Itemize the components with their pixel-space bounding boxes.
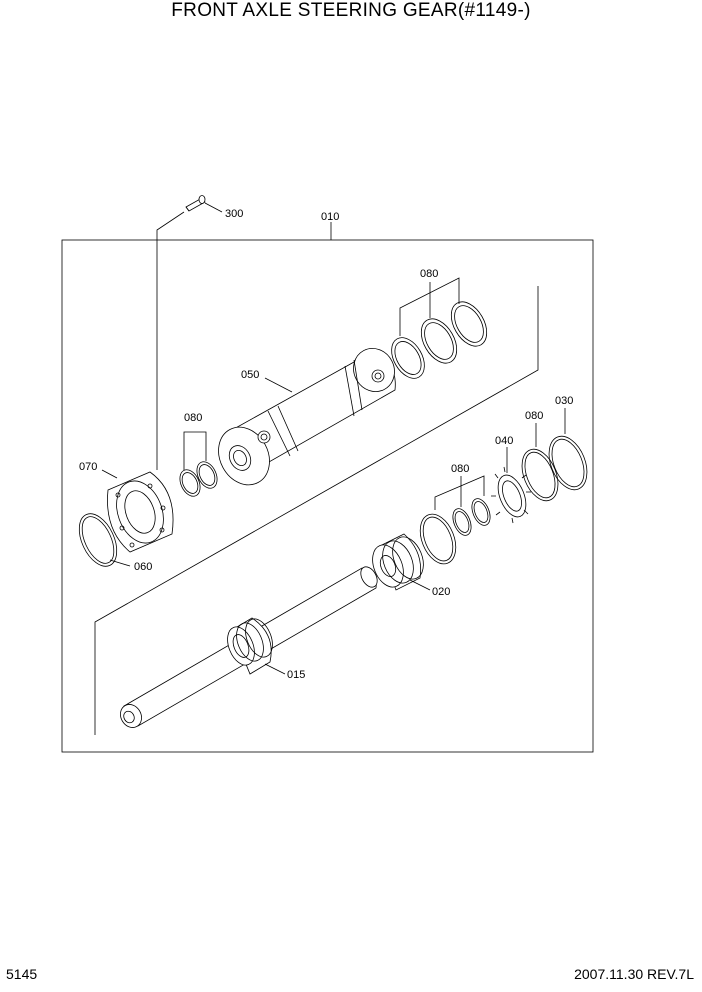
label-020: 020 — [432, 586, 450, 598]
label-300: 300 — [225, 208, 243, 220]
gland-020[interactable] — [367, 532, 429, 591]
label-080-left: 080 — [184, 412, 202, 424]
leader-070 — [101, 469, 118, 479]
oring-060[interactable] — [72, 508, 125, 572]
leader-020 — [409, 579, 431, 591]
label-030: 030 — [555, 395, 573, 407]
leader-080-left — [183, 431, 207, 470]
label-050: 050 — [241, 369, 259, 381]
subassembly-outline — [94, 286, 539, 735]
label-010: 010 — [321, 211, 339, 223]
leader-080-mid — [434, 475, 485, 510]
bolt-axis-line — [156, 211, 185, 470]
leader-050 — [264, 377, 293, 393]
lock-washer-040[interactable] — [491, 466, 531, 524]
label-080-right: 080 — [525, 410, 543, 422]
oring-set-080-mid[interactable] — [413, 496, 493, 569]
page-title: FRONT AXLE STEERING GEAR(#1149-) — [171, 0, 531, 21]
leader-080-top — [399, 277, 460, 336]
cylinder-tube-050[interactable] — [209, 341, 402, 494]
page-number: 5145 — [6, 966, 38, 982]
label-070: 070 — [79, 461, 97, 473]
oring-080-right[interactable] — [515, 444, 565, 506]
revision-info: 2007.11.30 REV.7L — [574, 966, 694, 982]
leader-300 — [204, 202, 223, 213]
leader-060 — [109, 559, 131, 567]
ring-030[interactable] — [542, 431, 595, 496]
label-060: 060 — [134, 561, 152, 573]
leader-015 — [264, 663, 286, 675]
piston-rod-015[interactable] — [116, 564, 380, 731]
oring-set-080-left[interactable] — [176, 459, 221, 500]
assembly-frame — [61, 239, 594, 753]
oring-set-080-top[interactable] — [385, 296, 494, 384]
label-080-top: 080 — [420, 268, 438, 280]
bolt-300[interactable] — [185, 195, 206, 212]
label-015: 015 — [287, 669, 305, 681]
label-080-mid: 080 — [451, 463, 469, 475]
label-040: 040 — [495, 435, 513, 447]
flange-070[interactable] — [107, 471, 174, 553]
